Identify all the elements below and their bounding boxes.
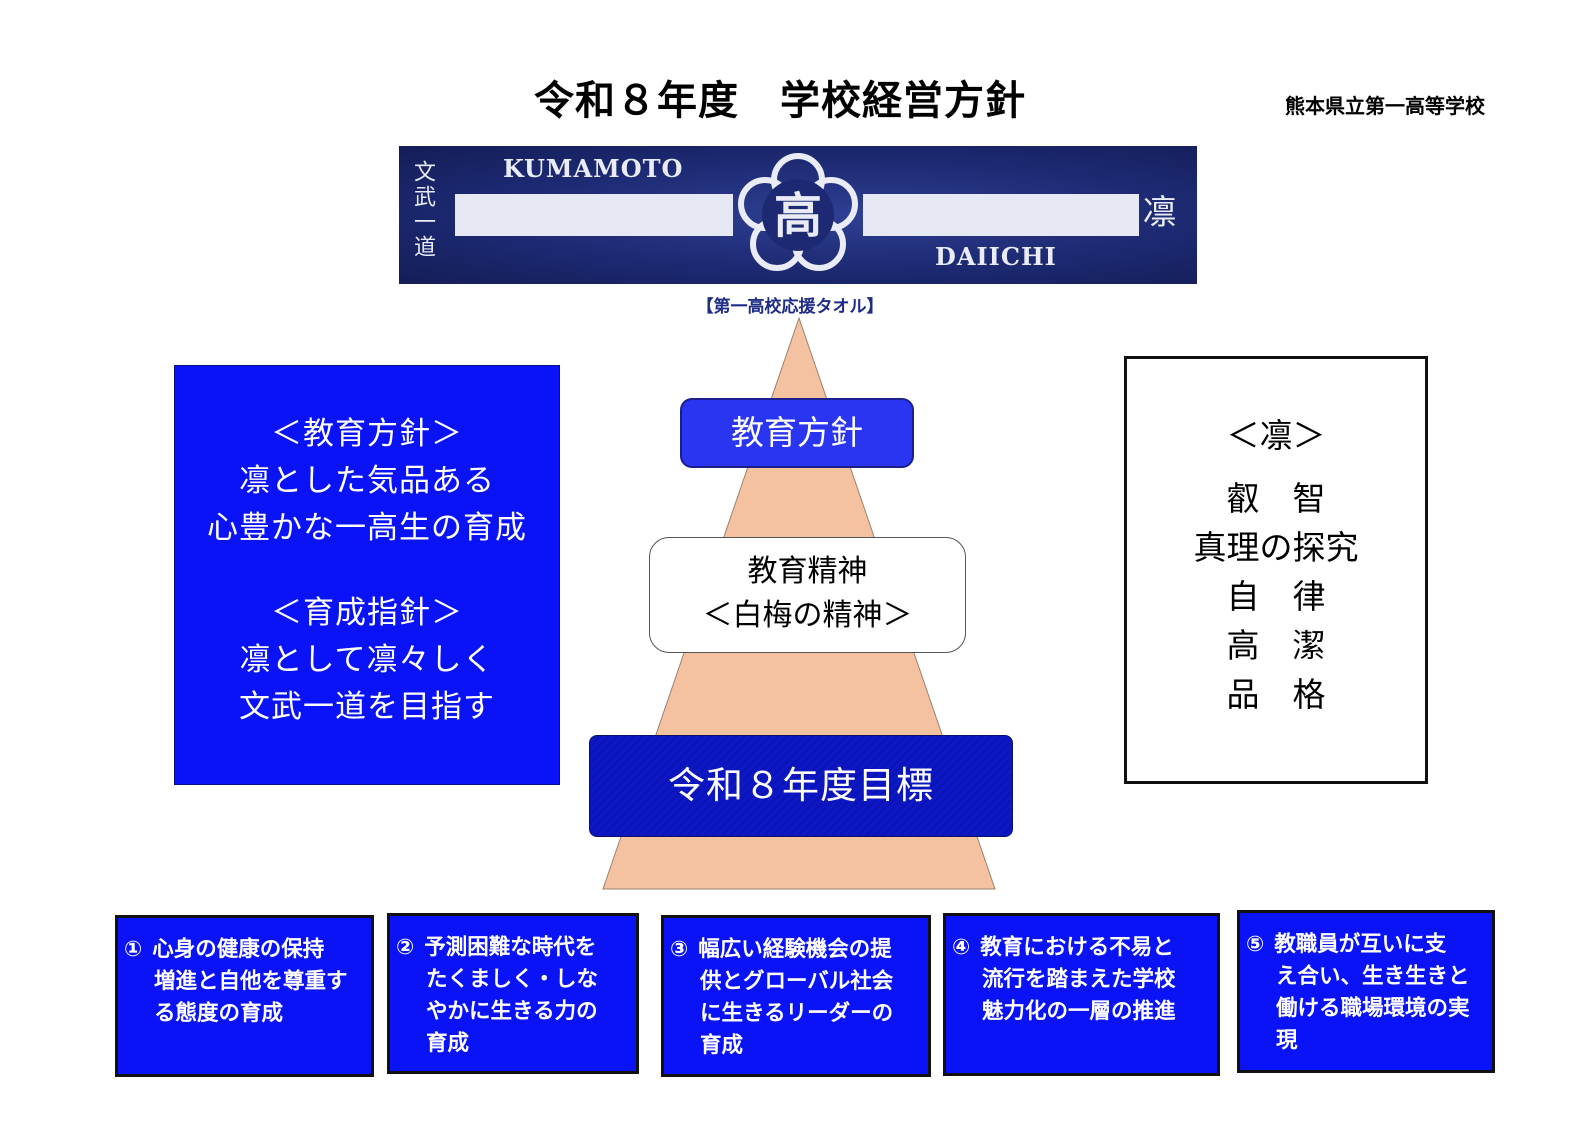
towel-bar-left — [455, 194, 733, 236]
goal-line: 予測困難な時代を — [424, 935, 597, 960]
goal-line: やかに生きる力の — [426, 999, 598, 1024]
goal-box-1: ① 心身の健康の保持 増進と自他を尊重す る態度の育成 — [115, 915, 374, 1077]
emblem-char: 高 — [774, 188, 822, 244]
goal-line: 育成 — [700, 1033, 744, 1058]
goal-line: 育成 — [426, 1031, 470, 1056]
goal-number: ③ — [670, 937, 689, 962]
goal-line: 供とグローバル社会 — [700, 969, 894, 994]
towel-text-kumamoto: KUMAMOTO — [503, 154, 684, 183]
goal-number: ① — [124, 937, 143, 962]
guideline-heading: ＜育成指針＞ — [271, 595, 463, 631]
goal-line: 魅力化の一層の推進 — [982, 999, 1176, 1024]
goal-box-5: ⑤ 教職員が互いに支 え合い、生き生きと 働ける職場環境の実 現 — [1237, 910, 1495, 1073]
rin-item: 自 律 — [1226, 577, 1326, 616]
towel-bar-right — [863, 194, 1139, 236]
goal-line: に生きるリーダーの — [700, 1001, 894, 1026]
goal-box-4: ④ 教育における不易と 流行を踏まえた学校 魅力化の一層の推進 — [943, 913, 1220, 1076]
goal-line: 心身の健康の保持 — [152, 937, 325, 962]
goal-line: 増進と自他を尊重す — [154, 969, 348, 994]
policy-line: 心豊かな一高生の育成 — [207, 510, 527, 546]
goal-number: ⑤ — [1246, 932, 1265, 957]
page-title: 令和８年度 学校経営方針 — [534, 78, 1026, 124]
spirit-line-1: 教育精神 — [747, 554, 868, 589]
goal-line: 教育における不易と — [980, 935, 1174, 960]
rin-item: 真理の探究 — [1193, 528, 1359, 567]
rin-values-panel: ＜凛＞ 叡 智 真理の探究 自 律 高 潔 品 格 — [1124, 356, 1428, 784]
education-policy-panel: ＜教育方針＞ 凛とした気品ある 心豊かな一高生の育成 ＜育成指針＞ 凛として凛々… — [174, 365, 560, 785]
towel-banner: 文武一道 KUMAMOTO 高 凛 DAIICHI — [399, 146, 1197, 284]
spirit-line-2: ＜白梅の精神＞ — [702, 598, 913, 633]
goal-number: ② — [396, 935, 415, 960]
pyramid-label-education-policy: 教育方針 — [680, 398, 914, 468]
goal-line: 流行を踏まえた学校 — [982, 967, 1176, 992]
towel-text-daiichi: DAIICHI — [935, 242, 1057, 271]
goal-line: 現 — [1276, 1028, 1298, 1053]
goal-box-3: ③ 幅広い経験機会の提 供とグローバル社会 に生きるリーダーの 育成 — [661, 915, 931, 1077]
rin-item: 品 格 — [1226, 675, 1326, 714]
goal-line: たくましく・しな — [426, 967, 599, 992]
rin-item: 高 潔 — [1226, 626, 1326, 665]
towel-motto: 文武一道 — [410, 160, 435, 260]
rin-item: 叡 智 — [1226, 479, 1326, 518]
school-emblem-icon: 高 — [738, 153, 858, 271]
goal-box-2: ② 予測困難な時代を たくましく・しな やかに生きる力の 育成 — [387, 913, 639, 1074]
rin-heading: ＜凛＞ — [1226, 416, 1326, 455]
goal-number: ④ — [952, 935, 971, 960]
pyramid-label-education-spirit: 教育精神 ＜白梅の精神＞ — [649, 537, 966, 653]
guideline-line: 文武一道を目指す — [239, 689, 495, 725]
policy-line: 凛とした気品ある — [239, 463, 495, 499]
towel-caption: 【第一高校応援タオル】 — [696, 297, 884, 317]
goal-line: え合い、生き生きと — [1276, 964, 1470, 989]
school-name: 熊本県立第一高等学校 — [1285, 94, 1485, 118]
goal-line: る態度の育成 — [154, 1001, 284, 1026]
towel-rin-mark: 凛 — [1136, 194, 1176, 228]
goal-line: 幅広い経験機会の提 — [698, 937, 892, 962]
goal-line: 働ける職場環境の実 — [1276, 996, 1470, 1021]
pyramid-label-yearly-goals: 令和８年度目標 — [589, 735, 1013, 837]
goal-line: 教職員が互いに支 — [1274, 932, 1447, 957]
guideline-line: 凛として凛々しく — [239, 642, 495, 678]
policy-heading: ＜教育方針＞ — [271, 416, 463, 452]
